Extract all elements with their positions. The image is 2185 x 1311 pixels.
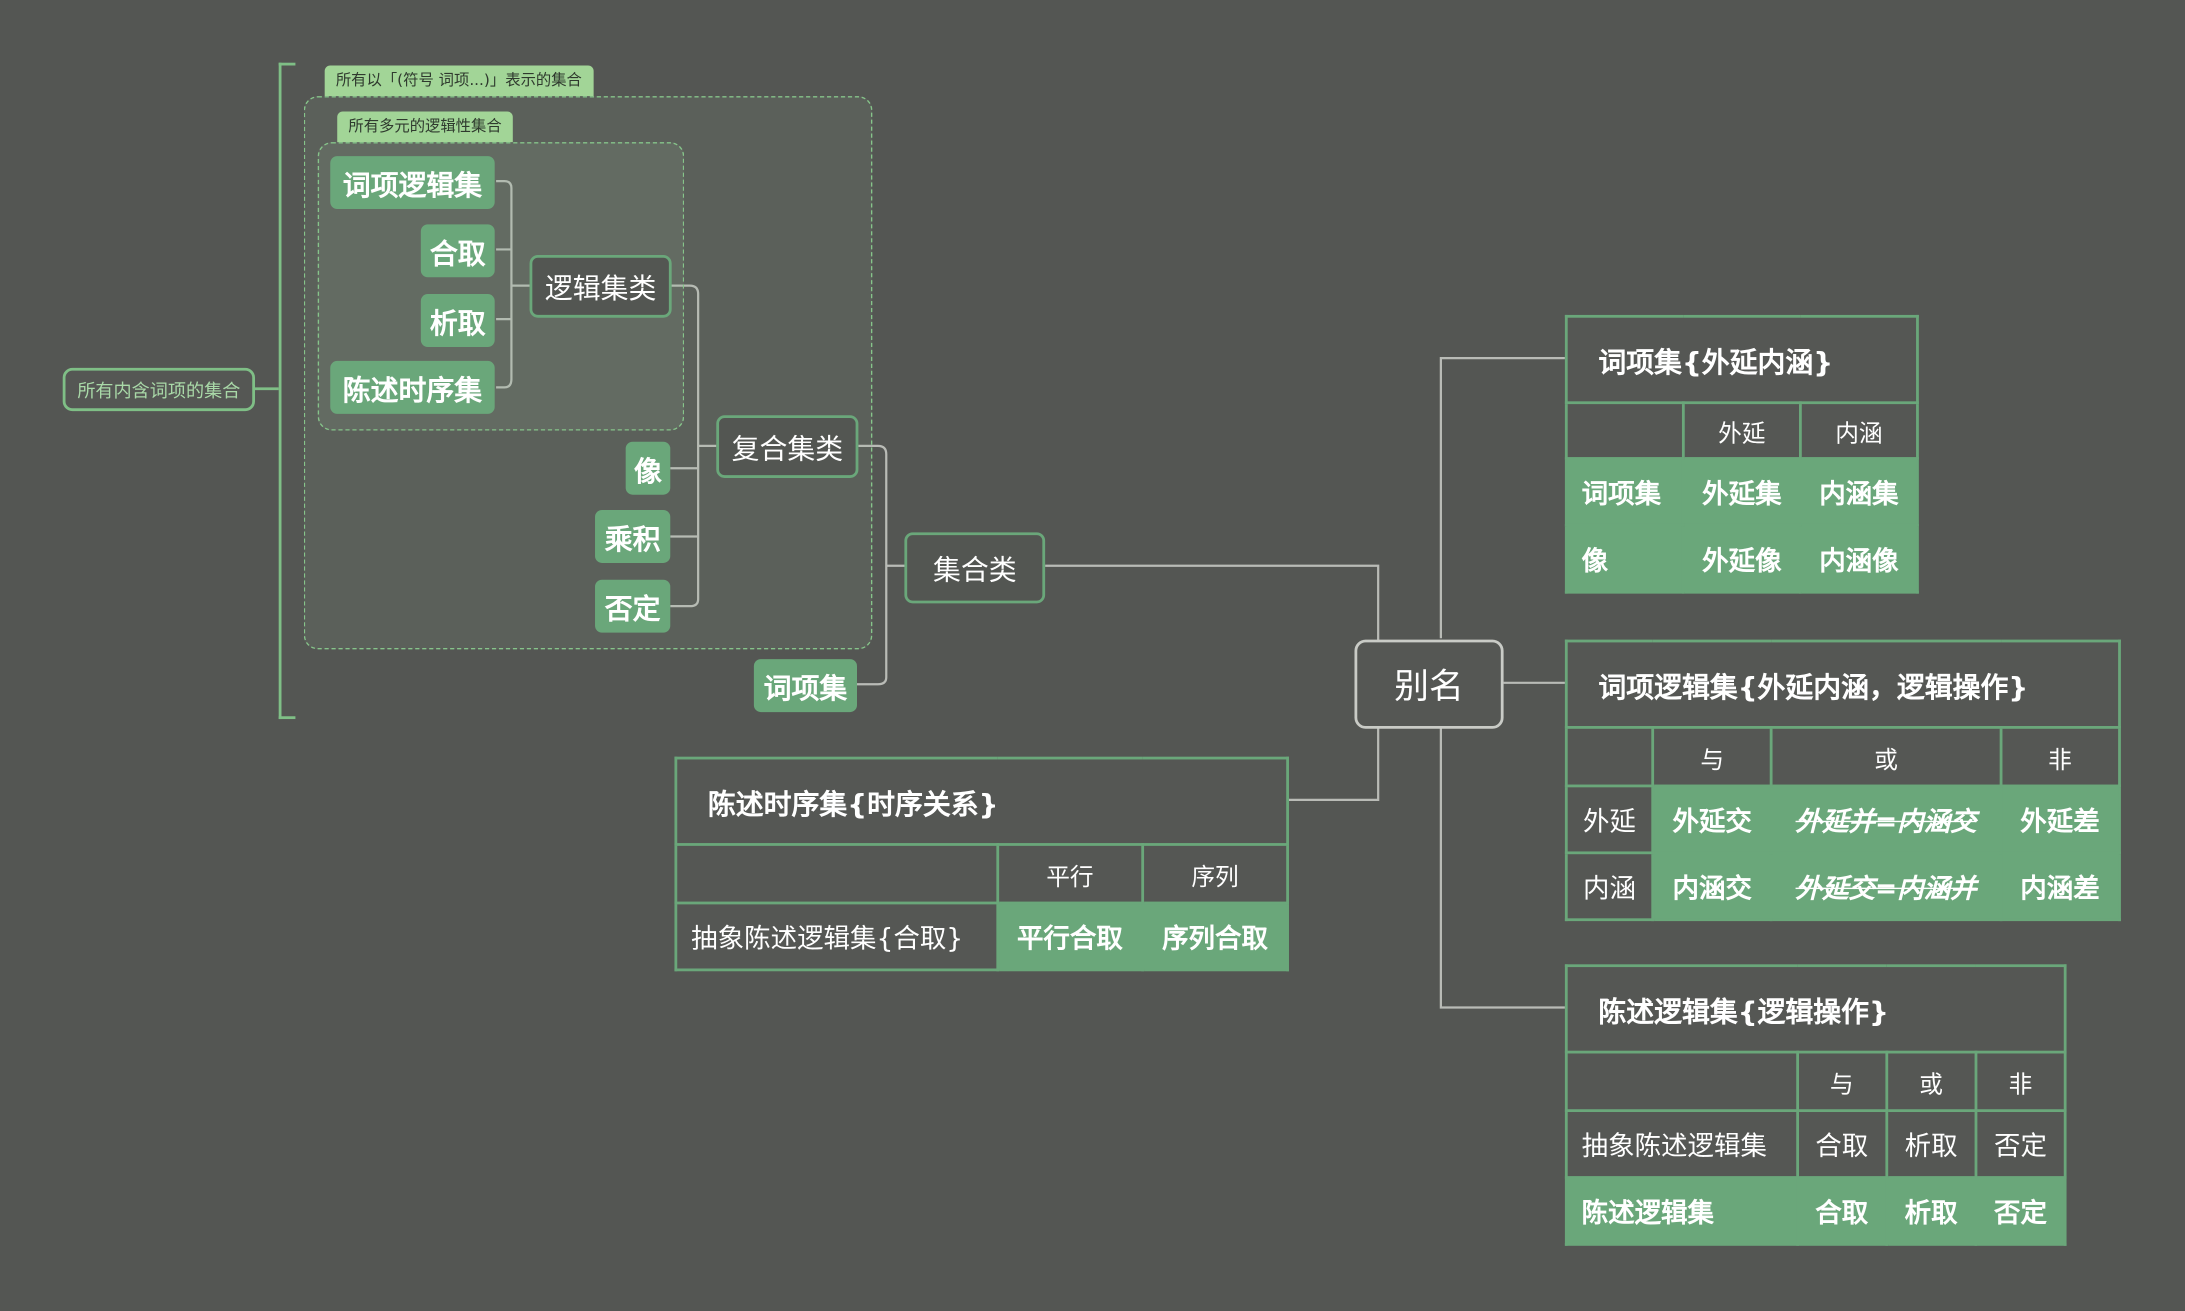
table-term-logic-set-col-or: 或 bbox=[1770, 726, 2002, 788]
table-statement-temporal-set-title: 陈述时序集{时序关系} bbox=[674, 756, 1289, 846]
table-term-logic-set: 词项逻辑集{外延内涵，逻辑操作} 与 或 非 外延 外延交 外延并=内涵交 外延… bbox=[1564, 639, 2121, 922]
node-compound-set-class[interactable]: 复合集类 bbox=[716, 415, 859, 478]
table-term-set-corner bbox=[1564, 401, 1685, 460]
table-statement-logic-set-title: 陈述逻辑集{逻辑操作} bbox=[1564, 964, 2067, 1054]
node-logic-set-class[interactable]: 逻辑集类 bbox=[529, 255, 672, 318]
bracket-connector bbox=[255, 387, 279, 391]
table-statement-logic-set-cell: 合取 bbox=[1795, 1176, 1888, 1246]
table-statement-temporal-set-row1-label: 抽象陈述逻辑集{合取} bbox=[674, 901, 999, 972]
bracket-label[interactable]: 所有内含词项的集合 bbox=[62, 367, 256, 412]
table-term-logic-set-cell-struck: 外延并=内涵交 bbox=[1770, 784, 2002, 855]
table-statement-logic-set-col-or: 或 bbox=[1885, 1050, 1978, 1113]
table-term-set-cell: 内涵集 bbox=[1799, 457, 1919, 527]
outer-group-label: 所有以「(符号 词项...)」表示的集合 bbox=[324, 65, 594, 97]
node-set-class[interactable]: 集合类 bbox=[904, 532, 1046, 604]
table-term-logic-set-cell: 外延差 bbox=[1999, 784, 2121, 855]
table-term-set: 词项集{外延内涵} 外延 内涵 词项集 外延集 内涵集 像 外延像 内涵像 bbox=[1564, 314, 1919, 594]
table-term-set-col-intension: 内涵 bbox=[1799, 401, 1919, 460]
table-term-logic-set-col-and: 与 bbox=[1651, 726, 1774, 788]
node-term-set[interactable]: 词项集 bbox=[753, 659, 858, 713]
table-term-set-cell: 外延像 bbox=[1681, 523, 1802, 594]
table-term-set-cell: 外延集 bbox=[1681, 457, 1802, 527]
table-term-logic-set-row1-label: 外延 bbox=[1564, 784, 1655, 855]
node-disjunction[interactable]: 析取 bbox=[420, 294, 495, 347]
table-statement-logic-set-cell: 否定 bbox=[1974, 1176, 2067, 1246]
table-term-logic-set-cell-struck: 外延交=内涵并 bbox=[1770, 851, 2002, 922]
inner-group-label: 所有多元的逻辑性集合 bbox=[337, 111, 513, 143]
table-term-logic-set-title: 词项逻辑集{外延内涵，逻辑操作} bbox=[1564, 639, 2121, 729]
table-term-logic-set-corner bbox=[1564, 726, 1655, 788]
node-negation[interactable]: 否定 bbox=[595, 579, 671, 633]
table-term-set-col-extension: 外延 bbox=[1681, 401, 1802, 460]
node-alias[interactable]: 别名 bbox=[1354, 639, 1504, 729]
outer-bracket bbox=[278, 62, 296, 720]
table-statement-logic-set: 陈述逻辑集{逻辑操作} 与 或 非 抽象陈述逻辑集 合取 析取 否定 陈述逻辑集… bbox=[1564, 964, 2067, 1246]
table-statement-logic-set-cell: 析取 bbox=[1885, 1109, 1978, 1179]
table-statement-logic-set-cell: 析取 bbox=[1885, 1176, 1978, 1246]
table-statement-logic-set-row2-label: 陈述逻辑集 bbox=[1564, 1176, 1799, 1246]
table-term-logic-set-row2-label: 内涵 bbox=[1564, 851, 1655, 922]
table-term-logic-set-cell: 外延交 bbox=[1651, 784, 1774, 855]
node-statement-temporal-set[interactable]: 陈述时序集 bbox=[330, 360, 495, 414]
table-statement-logic-set-cell: 否定 bbox=[1974, 1109, 2067, 1179]
table-term-set-row1-label: 词项集 bbox=[1564, 457, 1685, 527]
table-term-logic-set-cell: 内涵差 bbox=[1999, 851, 2121, 922]
node-image[interactable]: 像 bbox=[625, 441, 671, 495]
table-statement-temporal-set-corner bbox=[674, 843, 999, 905]
table-term-set-row2-label: 像 bbox=[1564, 523, 1685, 594]
table-term-logic-set-cell: 内涵交 bbox=[1651, 851, 1774, 922]
node-conjunction[interactable]: 合取 bbox=[420, 224, 495, 278]
table-statement-logic-set-row1-label: 抽象陈述逻辑集 bbox=[1564, 1109, 1799, 1179]
table-statement-logic-set-cell: 合取 bbox=[1795, 1109, 1888, 1179]
table-term-set-title: 词项集{外延内涵} bbox=[1564, 314, 1919, 405]
node-product[interactable]: 乘积 bbox=[595, 510, 671, 563]
table-statement-logic-set-corner bbox=[1564, 1050, 1799, 1113]
table-statement-temporal-set: 陈述时序集{时序关系} 平行 序列 抽象陈述逻辑集{合取} 平行合取 序列合取 bbox=[674, 756, 1289, 972]
table-statement-temporal-set-col-sequence: 序列 bbox=[1141, 843, 1289, 905]
table-statement-logic-set-col-and: 与 bbox=[1795, 1050, 1888, 1113]
node-term-logic-set[interactable]: 词项逻辑集 bbox=[330, 156, 495, 210]
table-statement-temporal-set-col-parallel: 平行 bbox=[995, 843, 1144, 905]
table-term-set-cell: 内涵像 bbox=[1799, 523, 1919, 594]
table-statement-logic-set-col-not: 非 bbox=[1974, 1050, 2067, 1113]
table-term-logic-set-col-not: 非 bbox=[1999, 726, 2121, 788]
table-statement-temporal-set-cell: 平行合取 bbox=[995, 901, 1144, 972]
table-statement-temporal-set-cell: 序列合取 bbox=[1141, 901, 1289, 972]
